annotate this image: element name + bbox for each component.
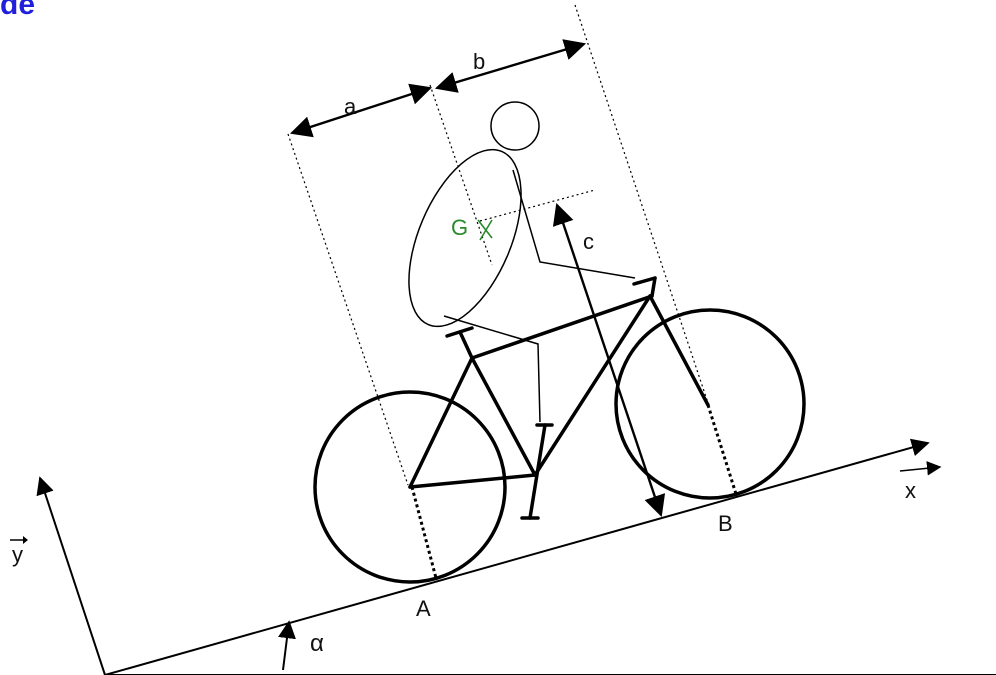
vector-arrow-icon	[10, 536, 28, 544]
y-axis-letter-wrap: y	[10, 536, 28, 567]
guide-rear-axle	[287, 133, 409, 486]
rider	[408, 101, 636, 423]
y-axis	[36, 476, 106, 675]
slope-line-x-axis	[104, 438, 930, 675]
guide-height-top	[479, 189, 596, 222]
rear-wheel	[313, 390, 507, 584]
x-axis-letter: x	[905, 478, 916, 503]
label-b: b	[473, 49, 486, 74]
label-g: G	[451, 215, 469, 240]
dimension-a-arrow	[289, 83, 433, 138]
center-of-gravity-cross	[477, 219, 493, 241]
label-y-axis: y	[10, 536, 28, 567]
label-point-b: B	[718, 511, 733, 536]
bicycle-frame	[408, 276, 710, 520]
front-contact-line	[706, 404, 738, 495]
rider-head	[490, 101, 540, 151]
label-c: c	[583, 229, 594, 254]
label-point-a: A	[416, 596, 431, 621]
label-a: a	[344, 94, 357, 119]
front-wheel	[614, 308, 806, 500]
header-fragment: de	[0, 0, 36, 21]
dimension-b-arrow	[434, 39, 587, 93]
dimension-c-arrow	[552, 202, 666, 518]
alpha-angle-arrow	[278, 620, 296, 671]
y-axis-letter: y	[12, 542, 23, 567]
x-vector-arrow	[899, 461, 942, 476]
rear-contact-line	[410, 486, 438, 579]
label-alpha: α	[310, 630, 324, 657]
rider-torso	[408, 148, 522, 328]
guide-front-axle	[574, 4, 709, 404]
guide-center-of-mass	[429, 84, 493, 266]
label-x-axis: x	[905, 480, 916, 502]
